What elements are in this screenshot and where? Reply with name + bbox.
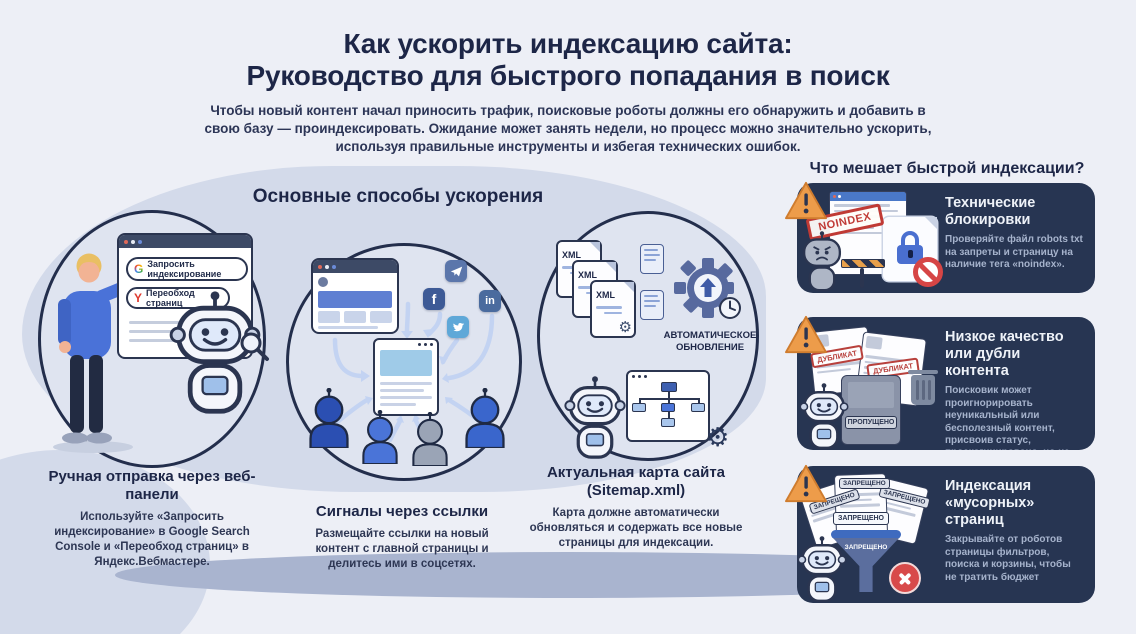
- request-indexing-label: Запросить индексирование: [147, 259, 222, 279]
- window-dot-icon: [138, 239, 142, 244]
- doc-icon: [640, 244, 664, 274]
- person-illustration: [53, 253, 150, 453]
- blocker-description: Поисковик может проигнорировать неуникал…: [945, 385, 1070, 450]
- page-title: Как ускорить индексацию сайта: Руководст…: [0, 28, 1136, 93]
- method-title: Ручная отправка через веб-панели: [48, 468, 256, 503]
- warning-triangle-icon: [785, 464, 828, 503]
- method-caption-link-signals: Сигналы через ссылки Размещайте ссылки н…: [296, 503, 508, 572]
- blocker-card-technical: NOINDEX Технические блокировки Проверяйт…: [797, 183, 1095, 293]
- robot-angry-icon: [802, 231, 842, 292]
- google-g-icon: G: [134, 262, 144, 276]
- placeholder-line: [129, 330, 175, 333]
- funnel-icon: [831, 530, 901, 539]
- forbidden-stamp: ЗАПРЕЩЕНО: [839, 478, 890, 489]
- magnifier-icon: [240, 332, 269, 361]
- ban-icon: [913, 257, 943, 287]
- source-site-window: [311, 258, 399, 334]
- placeholder-line: [129, 339, 187, 342]
- update-gear-icon: [674, 258, 741, 319]
- blocker-description: Проверяйте файл robots txt на запреты и …: [945, 234, 1083, 270]
- new-content-page: [373, 338, 439, 416]
- skipped-page: ПРОПУЩЕНО: [841, 375, 901, 445]
- skipped-stamp: ПРОПУЩЕНО: [845, 416, 897, 429]
- sitemap-window: [626, 370, 710, 442]
- funnel-stamp: ЗАПРЕЩЕНО: [844, 544, 888, 551]
- gear-icon: ⚙: [706, 422, 730, 452]
- robot-icon: [799, 383, 849, 450]
- page-title-line2: Руководство для быстрого попадания в пои…: [246, 60, 890, 92]
- method-description: Используйте «Запросить индексирование» в…: [54, 511, 250, 568]
- method-caption-manual-submit: Ручная отправка через веб-панели Использ…: [42, 468, 262, 570]
- robot-icon: [362, 410, 398, 464]
- blocker-title: Индексация «мусорных» страниц: [945, 478, 1035, 529]
- lock-icon: [901, 231, 919, 246]
- facebook-letter: f: [431, 291, 437, 307]
- gear-icon: ⚙: [618, 319, 632, 336]
- x-icon: [889, 562, 921, 594]
- method-description: Карта должне автоматически обновляться и…: [529, 507, 743, 549]
- method-caption-sitemap: Актуальная карта сайта (Sitemap.xml) Кар…: [514, 464, 758, 551]
- robot-icon: [412, 412, 448, 466]
- card-illustration: ЗАПРЕЩЕНО ЗАПРЕЩЕНО ЗАПРЕЩЕНО ЗАПРЕЩЕНО …: [797, 466, 947, 603]
- window-dot-icon: [131, 239, 135, 244]
- xml-label: XML: [596, 290, 615, 300]
- window-dot-icon: [318, 264, 322, 269]
- browser-titlebar: [119, 235, 251, 248]
- window-dot-icon: [332, 264, 336, 269]
- auto-update-badge: АВТОМАТИЧЕСКОЕ ОБНОВЛЕНИЕ: [663, 330, 757, 353]
- robot-icon: [564, 376, 626, 459]
- telegram-icon: [445, 260, 467, 282]
- method-description: Размещайте ссылки на новый контент с гла…: [315, 528, 489, 570]
- xml-doc-icon: XML ⚙: [590, 280, 636, 338]
- window-dot-icon: [325, 264, 329, 269]
- card-illustration: ДУБЛИКАТ ДУБЛИКАТ ПРОПУЩЕНО: [797, 317, 947, 450]
- doc-icon: [640, 290, 664, 320]
- method-title: Сигналы через ссылки: [315, 503, 489, 520]
- blocker-card-duplicates: ДУБЛИКАТ ДУБЛИКАТ ПРОПУЩЕНО Низкое качес…: [797, 317, 1095, 450]
- warning-triangle-icon: [785, 315, 828, 354]
- robot-icon: [797, 536, 847, 603]
- robot-icon: [465, 388, 505, 448]
- method-title: Актуальная карта сайта (Sitemap.xml): [546, 464, 726, 499]
- warning-triangle-icon: [785, 181, 828, 220]
- recrawl-pages-label: Переобход страниц: [146, 288, 195, 308]
- method-circle-manual-submit: G Запросить индексирование Y Переобход с…: [38, 210, 269, 468]
- locked-doc-icon: [883, 217, 937, 281]
- forbidden-stamp: ЗАПРЕЩЕНО: [833, 512, 889, 525]
- methods-section-heading: Основные способы ускорения: [252, 186, 544, 207]
- xml-label: XML: [562, 250, 581, 260]
- facebook-icon: f: [423, 288, 445, 310]
- blocker-title: Низкое качество или дубли контента: [945, 329, 1064, 380]
- linkedin-icon: in: [479, 290, 501, 312]
- card-illustration: NOINDEX: [797, 183, 947, 293]
- blocker-card-junk-pages: ЗАПРЕЩЕНО ЗАПРЕЩЕНО ЗАПРЕЩЕНО ЗАПРЕЩЕНО …: [797, 466, 1095, 603]
- yandex-y-icon: Y: [134, 291, 143, 305]
- twitter-icon: [447, 316, 469, 338]
- page-title-line1: Как ускорить индексацию сайта:: [343, 28, 793, 59]
- blocker-title: Технические блокировки: [945, 195, 1036, 229]
- recrawl-pages-button[interactable]: Y Переобход страниц: [126, 287, 230, 309]
- request-indexing-button[interactable]: G Запросить индексирование: [126, 257, 248, 281]
- trash-icon: [908, 370, 938, 405]
- robot-icon: [309, 388, 349, 448]
- method-circle-link-signals: f in: [286, 243, 522, 481]
- link-arrows: [332, 301, 495, 443]
- barrier-icon: [841, 259, 885, 268]
- linkedin-letters: in: [485, 295, 495, 307]
- method-circle-sitemap: XML XML XML ⚙: [537, 211, 759, 461]
- intro-text: Чтобы новый контент начал приносить траф…: [204, 103, 932, 154]
- browser-titlebar: [313, 260, 397, 273]
- xml-label: XML: [578, 270, 597, 280]
- window-dot-icon: [124, 239, 128, 244]
- blocker-description: Закрывайте от роботов страницы фильтров,…: [945, 534, 1071, 583]
- blockers-section-heading: Что мешает быстрой индексации?: [809, 160, 1085, 177]
- placeholder-line: [129, 321, 195, 324]
